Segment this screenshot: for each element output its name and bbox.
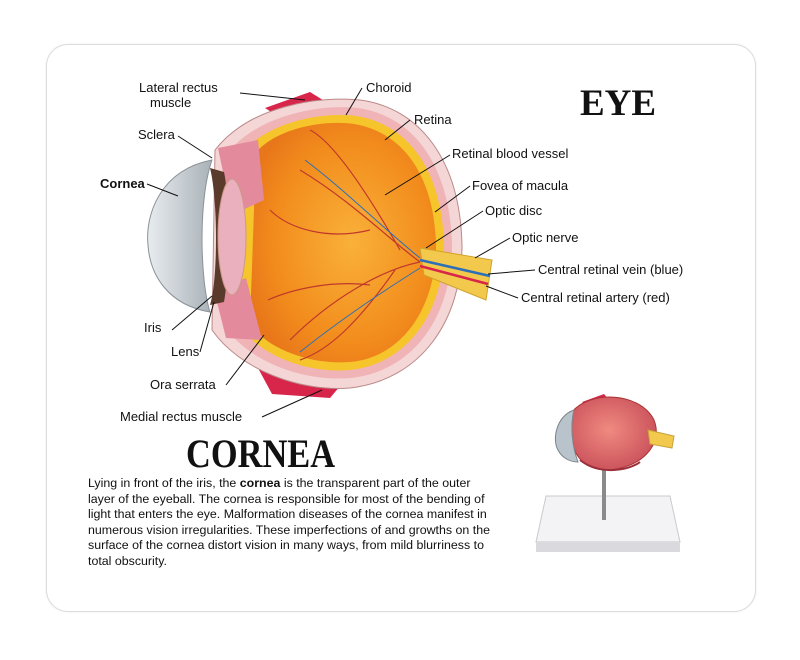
section-heading: CORNEA <box>186 431 336 476</box>
model-eyeball <box>570 396 657 471</box>
label-sclera: Sclera <box>138 127 176 142</box>
label-fovea: Fovea of macula <box>472 178 569 193</box>
label-optic-nerve: Optic nerve <box>512 230 578 245</box>
ciliary-body-lower <box>214 278 262 340</box>
description-before: Lying in front of the iris, the <box>88 476 240 490</box>
label-lens: Lens <box>171 344 200 359</box>
label-cornea: Cornea <box>100 176 146 191</box>
label-ora-serrata: Ora serrata <box>150 377 217 392</box>
retinal-veins <box>299 159 421 353</box>
central-retinal-vein <box>419 258 491 278</box>
description-bold: cornea <box>239 476 281 490</box>
cornea <box>147 159 213 313</box>
label-lateral-rectus-muscle: muscle <box>150 95 191 110</box>
page-title: EYE <box>580 83 657 124</box>
label-optic-disc: Optic disc <box>485 203 543 218</box>
label-choroid: Choroid <box>366 80 412 95</box>
description-text: Lying in front of the iris, the cornea i… <box>88 476 498 570</box>
model-base <box>535 495 681 543</box>
label-medial-rectus: Medial rectus muscle <box>120 409 242 424</box>
model-photo <box>535 394 681 552</box>
label-lateral-rectus: Lateral rectus <box>139 80 218 95</box>
label-central-retinal-artery: Central retinal artery (red) <box>521 290 670 305</box>
vitreous-body <box>250 122 436 363</box>
label-retina: Retina <box>414 112 452 127</box>
description-after: is the transparent part of the outer lay… <box>88 476 490 568</box>
model-cornea <box>554 409 579 463</box>
label-iris: Iris <box>144 320 162 335</box>
model-stand <box>602 468 606 520</box>
model-nerve <box>647 429 675 449</box>
label-retinal-blood-vessel: Retinal blood vessel <box>452 146 568 161</box>
central-retinal-artery <box>419 264 489 286</box>
lens <box>217 178 247 296</box>
leader-lines <box>146 87 536 418</box>
retinal-vessels <box>267 129 421 361</box>
label-central-retinal-vein: Central retinal vein (blue) <box>538 262 683 277</box>
